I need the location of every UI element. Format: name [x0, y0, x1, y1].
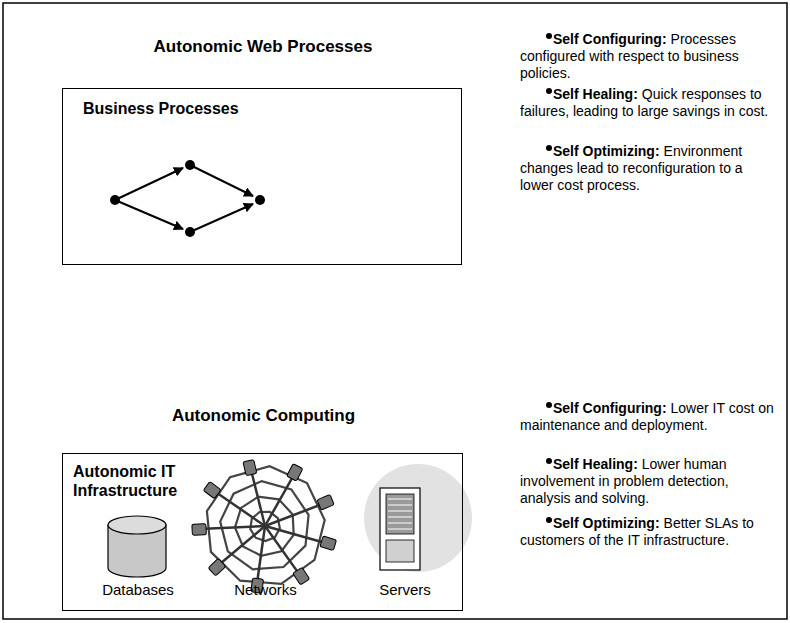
bullet-dot	[546, 33, 552, 39]
bullet-item: Self Healing:Quick responses to failures…	[520, 86, 778, 120]
bullet-item: Self Healing:Lower human involvement in …	[520, 456, 778, 507]
box-title: Business Processes	[83, 99, 383, 118]
bullet-term: Self Healing:	[553, 86, 638, 102]
bullet-item: Self Configuring:Processes configured wi…	[520, 31, 778, 82]
icon-node: Networks	[213, 509, 318, 604]
bullet-term: Self Configuring:	[553, 31, 667, 47]
bullet-dot	[546, 145, 552, 151]
bullet-term: Self Configuring:	[553, 400, 667, 416]
icon-label: Servers	[360, 581, 450, 598]
icon-label: Networks	[213, 581, 318, 598]
database-icon	[108, 516, 166, 577]
bullet-dot	[546, 458, 552, 464]
bullet-dot	[546, 402, 552, 408]
bullet-item: Self Optimizing:Environment changes lead…	[520, 143, 778, 194]
group-box: Autonomic ComputingAutonomic IT Infrastr…	[62, 453, 463, 611]
icon-node: Databases	[93, 509, 183, 604]
icon-label: Databases	[93, 581, 183, 598]
process-flow	[115, 165, 253, 232]
bullet-term: Self Optimizing:	[553, 515, 660, 531]
section-heading: Autonomic Web Processes	[63, 37, 463, 57]
box-title: Autonomic IT Infrastructure	[73, 462, 203, 500]
bullet-dot	[546, 88, 552, 94]
outer-frame	[3, 3, 787, 619]
server-icon	[364, 464, 472, 572]
group-box: Autonomic Web ProcessesBusiness Processe…	[62, 88, 462, 265]
network-icon	[192, 460, 337, 594]
bullet-term: Self Healing:	[553, 456, 638, 472]
bullet-dot	[546, 517, 552, 523]
bullet-term: Self Optimizing:	[553, 143, 660, 159]
icon-node: Servers	[360, 509, 450, 604]
process-dots	[110, 160, 265, 237]
bullet-item: Self Configuring:Lower IT cost on mainte…	[520, 400, 778, 434]
section-heading: Autonomic Computing	[63, 406, 464, 426]
bullet-item: Self Optimizing:Better SLAs to customers…	[520, 515, 778, 549]
